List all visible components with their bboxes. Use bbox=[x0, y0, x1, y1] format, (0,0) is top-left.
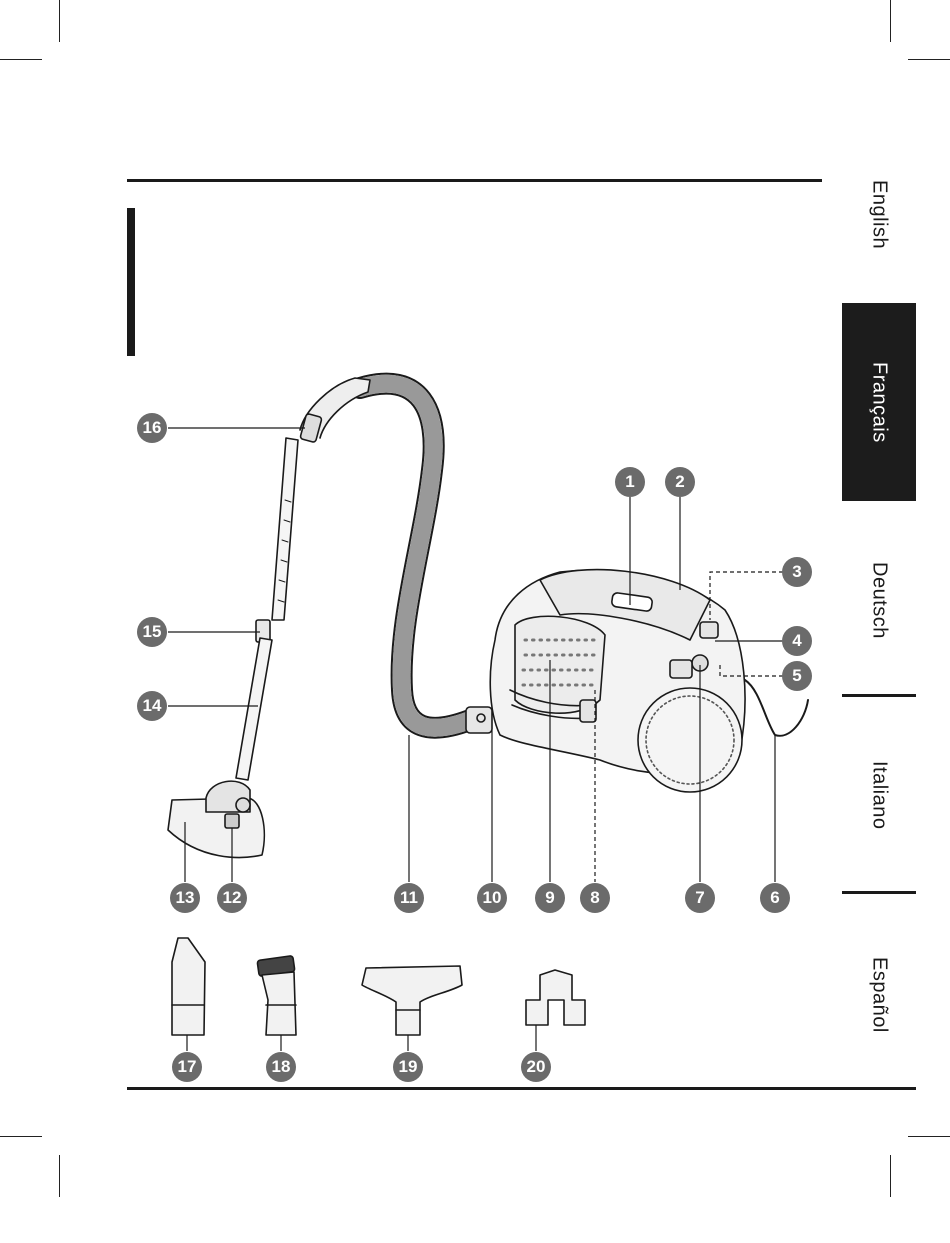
callout-14: 14 bbox=[137, 691, 167, 721]
callout-19: 19 bbox=[393, 1052, 423, 1082]
callout-8: 8 bbox=[580, 883, 610, 913]
dust-container bbox=[515, 616, 605, 713]
callout-12: 12 bbox=[217, 883, 247, 913]
callout-17: 17 bbox=[172, 1052, 202, 1082]
callout-10: 10 bbox=[477, 883, 507, 913]
callout-20: 20 bbox=[521, 1052, 551, 1082]
callout-16: 16 bbox=[137, 413, 167, 443]
hose-inlet bbox=[466, 707, 492, 733]
callout-7: 7 bbox=[685, 883, 715, 913]
callout-18: 18 bbox=[266, 1052, 296, 1082]
brush-tool bbox=[262, 972, 296, 1035]
callout-6: 6 bbox=[760, 883, 790, 913]
callout-4: 4 bbox=[782, 626, 812, 656]
rear-wheel bbox=[638, 688, 742, 792]
callout-15: 15 bbox=[137, 617, 167, 647]
callout-5: 5 bbox=[782, 661, 812, 691]
tool-holder bbox=[526, 970, 585, 1025]
callout-9: 9 bbox=[535, 883, 565, 913]
upholstery-tool bbox=[362, 966, 462, 1035]
lower-wand bbox=[236, 638, 272, 780]
callout-13: 13 bbox=[170, 883, 200, 913]
callout-11: 11 bbox=[394, 883, 424, 913]
upper-wand bbox=[272, 438, 298, 620]
callout-1: 1 bbox=[615, 467, 645, 497]
callout-3: 3 bbox=[782, 557, 812, 587]
crevice-tool bbox=[172, 938, 205, 1035]
callout-2: 2 bbox=[665, 467, 695, 497]
